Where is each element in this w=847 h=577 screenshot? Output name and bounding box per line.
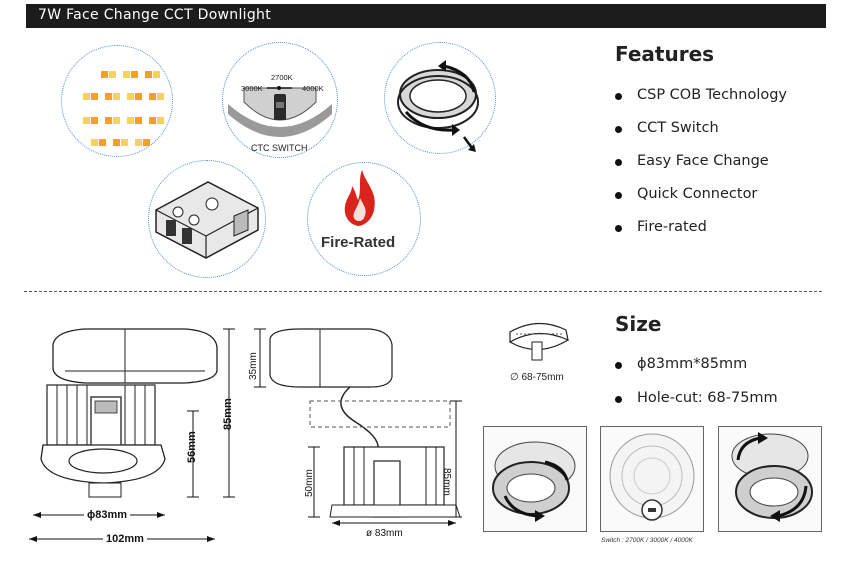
led-chip (143, 139, 150, 146)
feature-item: Easy Face Change (615, 153, 825, 186)
diameter-83-label: ϕ83mm (84, 509, 131, 521)
size-item: ϕ83mm*85mm (615, 356, 825, 390)
led-chip (105, 117, 112, 124)
height-35-label: 35mm (248, 352, 259, 380)
led-chip (113, 93, 120, 100)
led-chip (145, 71, 152, 78)
switch-caption: Switch : 2700K / 3000K / 4000K (601, 537, 693, 544)
section-divider (24, 291, 822, 292)
size-item: Hole-cut: 68-75mm (615, 390, 825, 424)
led-chip (83, 93, 90, 100)
header-bar: 7W Face Change CCT Downlight (26, 4, 826, 28)
feature-item: Quick Connector (615, 186, 825, 219)
led-chip (149, 117, 156, 124)
led-chip (105, 93, 112, 100)
led-chip (135, 139, 142, 146)
cct-switch-caption: CTC SWITCH (251, 143, 308, 153)
led-chip (91, 139, 98, 146)
led-chip (127, 93, 134, 100)
page-title: 7W Face Change CCT Downlight (38, 7, 272, 23)
led-chip (157, 93, 164, 100)
led-chip-grid (83, 71, 164, 146)
feature-item: CSP COB Technology (615, 87, 825, 120)
cct-top-label: 2700K (271, 73, 293, 82)
led-chip (109, 71, 116, 78)
led-chip (135, 93, 142, 100)
led-chip (113, 117, 120, 124)
led-chip (157, 117, 164, 124)
led-chip (99, 139, 106, 146)
cct-left-label: 3000K (241, 84, 263, 93)
led-chip (153, 71, 160, 78)
cct-switch-graphic (228, 86, 332, 137)
features-title: Features (615, 42, 715, 66)
height-56-label: 56mm (186, 431, 198, 463)
features-list: CSP COB Technology CCT Switch Easy Face … (615, 87, 825, 252)
hole-cut-icon (509, 322, 569, 361)
face-attach-graphic (731, 432, 813, 522)
height-85-label: 85mm (222, 398, 234, 430)
quick-connector-graphic (155, 181, 259, 259)
led-chip (91, 117, 98, 124)
size-title: Size (615, 312, 662, 336)
led-chip (123, 71, 130, 78)
face-change-graphic (397, 60, 479, 152)
height-85-mid-label: 85mm (441, 468, 452, 496)
led-chip (91, 93, 98, 100)
led-chip (121, 139, 128, 146)
feature-item: Fire-rated (615, 219, 825, 252)
feature-item: CCT Switch (615, 120, 825, 153)
led-chip (127, 117, 134, 124)
size-list: ϕ83mm*85mm Hole-cut: 68-75mm (615, 356, 825, 424)
hole-cut-label: ∅ 68-75mm (510, 372, 564, 383)
led-chip (149, 93, 156, 100)
led-chip (135, 117, 142, 124)
fire-rated-label: Fire-Rated (321, 234, 396, 251)
height-50-label: 50mm (304, 469, 315, 497)
led-chip (113, 139, 120, 146)
downlight-section-drawing (254, 328, 462, 526)
switch-photo-graphic (609, 433, 695, 521)
downlight-side-drawing (29, 328, 235, 542)
led-chip (83, 117, 90, 124)
cct-right-label: 4000K (302, 84, 324, 93)
face-remove-graphic (492, 441, 576, 522)
led-chip (131, 71, 138, 78)
led-chip (101, 71, 108, 78)
fire-icon (344, 170, 375, 226)
width-102-label: 102mm (103, 533, 147, 545)
diameter-83-mid-label: ø 83mm (366, 528, 403, 539)
led-chips-icon (61, 45, 173, 157)
